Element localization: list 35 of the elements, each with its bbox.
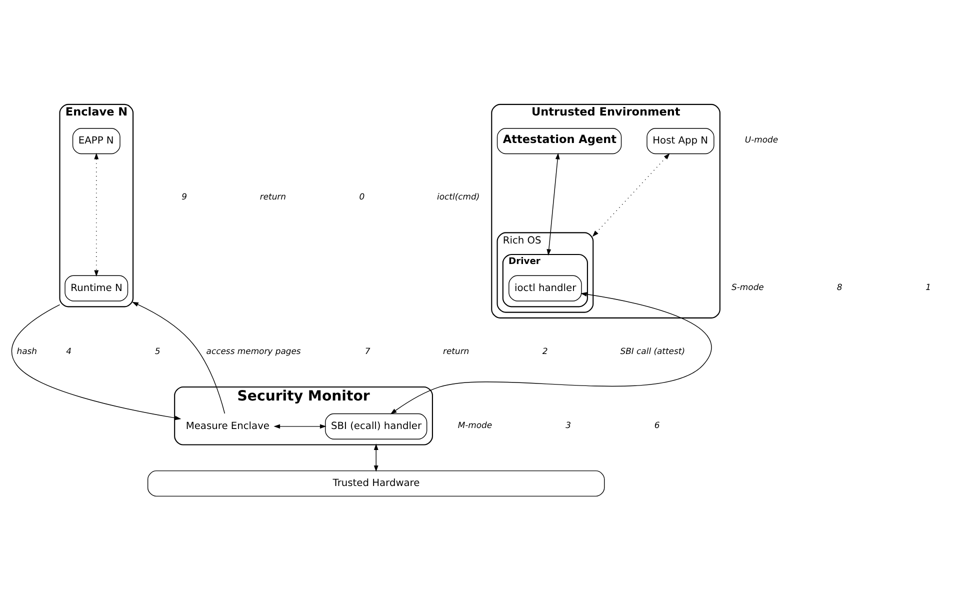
label: SBI call (attest) <box>620 345 685 356</box>
node-box: ioctl handler <box>508 274 582 301</box>
arrow <box>12 304 182 420</box>
label: return <box>443 345 470 356</box>
label: 3 <box>566 419 571 430</box>
label: 5 <box>154 345 160 356</box>
node-box: Runtime N <box>64 274 128 301</box>
arrow <box>132 301 226 414</box>
node-box: Trusted Hardware <box>147 470 605 496</box>
edge-label: hash <box>16 345 38 356</box>
node-box: Host App N <box>646 128 714 154</box>
node-box: EAPP N <box>72 128 120 154</box>
label: U-mode <box>744 134 778 144</box>
label: 2 <box>542 345 548 356</box>
label: S-mode <box>732 281 764 292</box>
arrow <box>94 152 99 276</box>
arrow <box>592 152 670 236</box>
label: 4 <box>66 345 72 356</box>
label: M-mode <box>458 419 492 430</box>
arrow <box>374 443 378 472</box>
node-box: SBI (ecall) handler <box>325 412 428 439</box>
label: return <box>260 191 286 202</box>
node-box: Attestation Agent <box>496 128 622 154</box>
label: 1 <box>926 281 932 292</box>
arrow <box>390 292 712 414</box>
label: 9 <box>182 191 188 202</box>
node-text: Measure Enclave <box>186 420 270 432</box>
arrow <box>274 424 326 428</box>
label: 0 <box>359 191 365 202</box>
label: 8 <box>836 281 842 292</box>
label: 7 <box>364 345 370 356</box>
label: ioctl(cmd) <box>437 191 480 202</box>
arrow <box>546 152 560 256</box>
label: 6 <box>654 419 660 430</box>
edge-label: access memory pages <box>206 345 301 356</box>
